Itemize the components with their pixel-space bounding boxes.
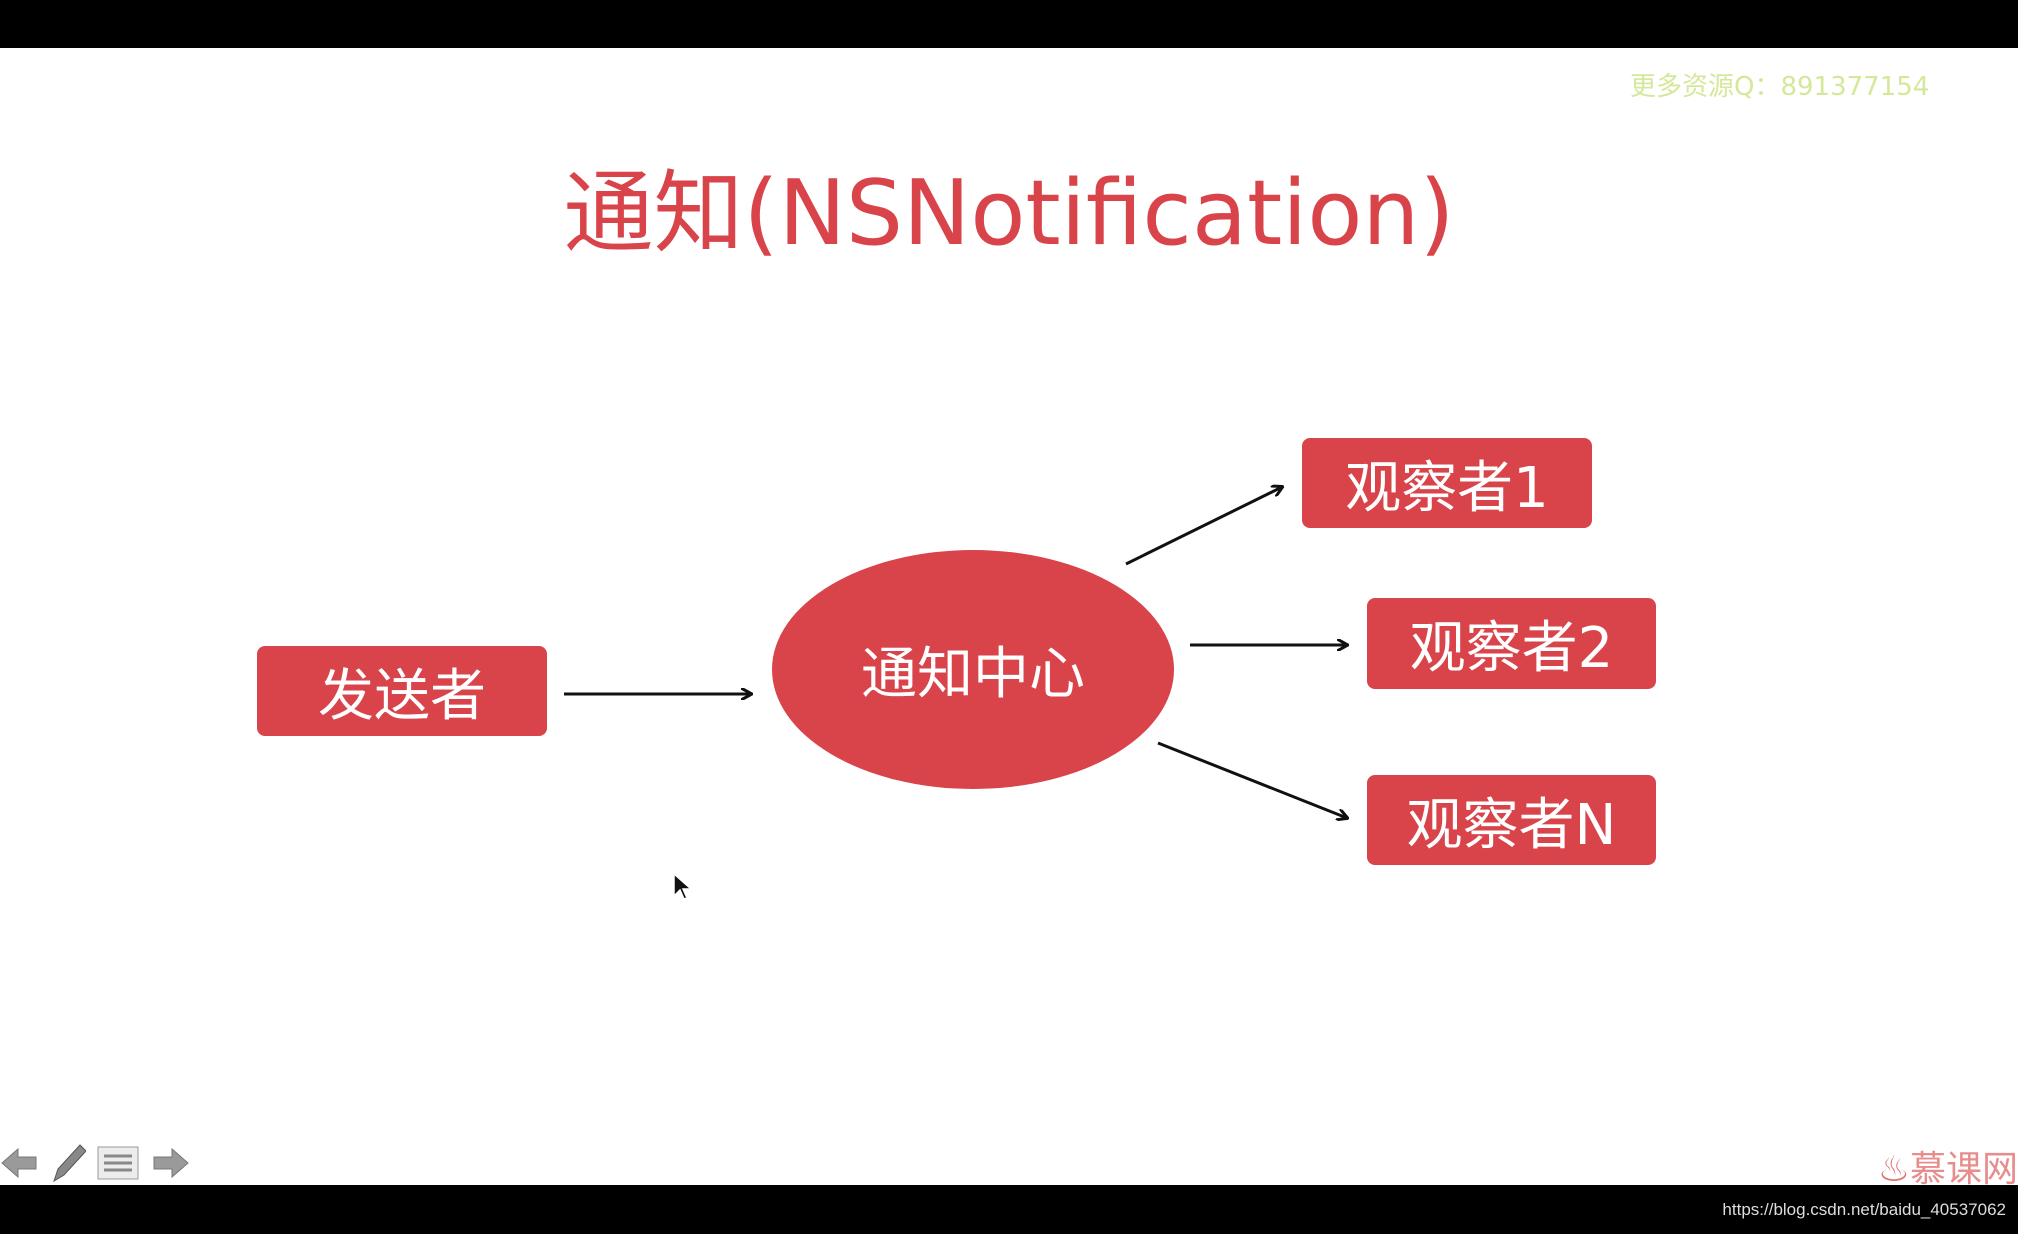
- arrow-center-observerN: [1157, 741, 1347, 818]
- pen-icon[interactable]: [48, 1143, 86, 1183]
- imooc-logo: ♨慕课网: [1878, 1140, 2018, 1192]
- notification-center-ellipse: 通知中心: [772, 550, 1174, 789]
- flame-icon: ♨: [1877, 1149, 1910, 1190]
- cursor-icon: [673, 872, 693, 900]
- watermark: 更多资源Q：891377154: [1630, 72, 1930, 102]
- observer-box-2: 观察者2: [1367, 598, 1656, 689]
- observer-box-n: 观察者N: [1367, 775, 1656, 865]
- footer-url: https://blog.csdn.net/baidu_40537062: [1722, 1200, 2006, 1219]
- slide-title: 通知(NSNotification): [563, 161, 1455, 266]
- menu-icon[interactable]: [96, 1143, 142, 1183]
- arrow-right-icon[interactable]: [152, 1143, 190, 1183]
- sender-box: 发送者: [257, 646, 547, 736]
- logo-text: 慕课网: [1909, 1149, 2018, 1190]
- arrow-left-icon[interactable]: [0, 1143, 38, 1183]
- arrow-center-observer1: [1125, 487, 1282, 566]
- observer-box-1: 观察者1: [1302, 438, 1592, 528]
